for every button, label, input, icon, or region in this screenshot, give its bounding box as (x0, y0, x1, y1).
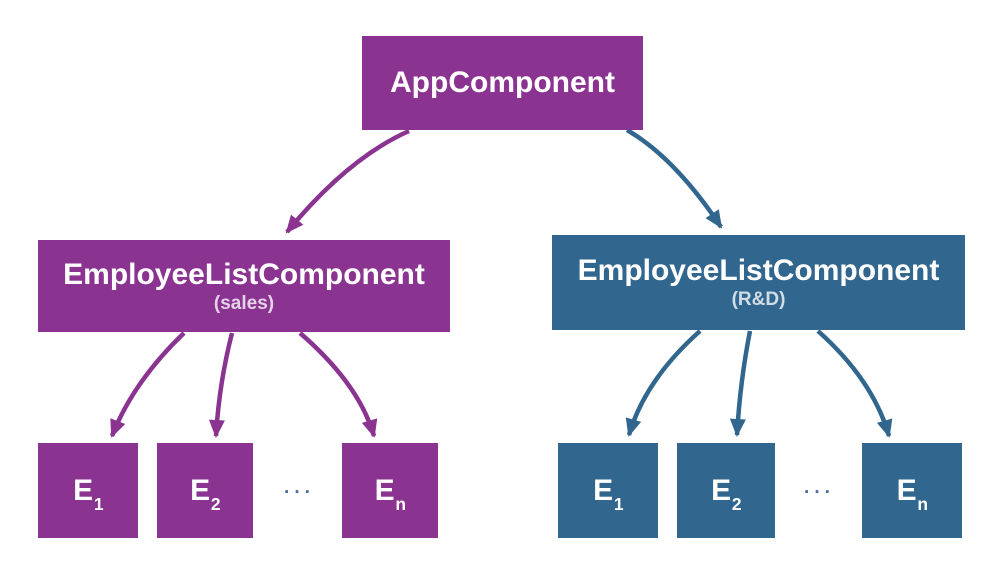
employee-list-sales-node: EmployeeListComponent (sales) (38, 240, 450, 332)
app-component-node: AppComponent (362, 36, 643, 130)
employee-label: E2 (711, 473, 742, 514)
arrow-rnd-to-e2 (729, 330, 753, 437)
arrow-rnd-to-en (816, 329, 893, 438)
employee-node-sales-en: En (342, 443, 438, 538)
employee-node-rnd-en: En (862, 443, 962, 538)
employee-list-rnd-subtitle: (R&D) (731, 289, 786, 311)
employee-list-rnd-title: EmployeeListComponent (577, 254, 940, 288)
employee-list-sales-subtitle: (sales) (213, 292, 275, 314)
arrow-rnd-to-e1 (625, 329, 702, 437)
employee-label: E1 (593, 473, 624, 514)
employee-node-sales-e1: E1 (38, 443, 138, 538)
employee-label: E1 (73, 473, 104, 514)
employee-list-rnd-node: EmployeeListComponent (R&D) (552, 235, 965, 330)
arrow-sales-to-e2 (208, 332, 235, 438)
ellipsis-sales: ··· (284, 482, 315, 503)
arrow-sales-to-en (298, 331, 378, 438)
employee-label: En (374, 473, 406, 514)
employee-node-sales-e2: E2 (157, 443, 253, 538)
arrow-sales-to-e1 (109, 331, 186, 438)
arrow-app-to-rnd (625, 128, 723, 229)
employee-label: E2 (190, 473, 221, 514)
ellipsis-rnd: ··· (804, 482, 835, 503)
arrow-app-to-sales (285, 128, 410, 234)
employee-node-rnd-e2: E2 (677, 443, 775, 538)
employee-label: En (896, 473, 928, 514)
employee-node-rnd-e1: E1 (558, 443, 658, 538)
employee-list-sales-title: EmployeeListComponent (63, 257, 425, 291)
app-component-label: AppComponent (390, 66, 615, 99)
